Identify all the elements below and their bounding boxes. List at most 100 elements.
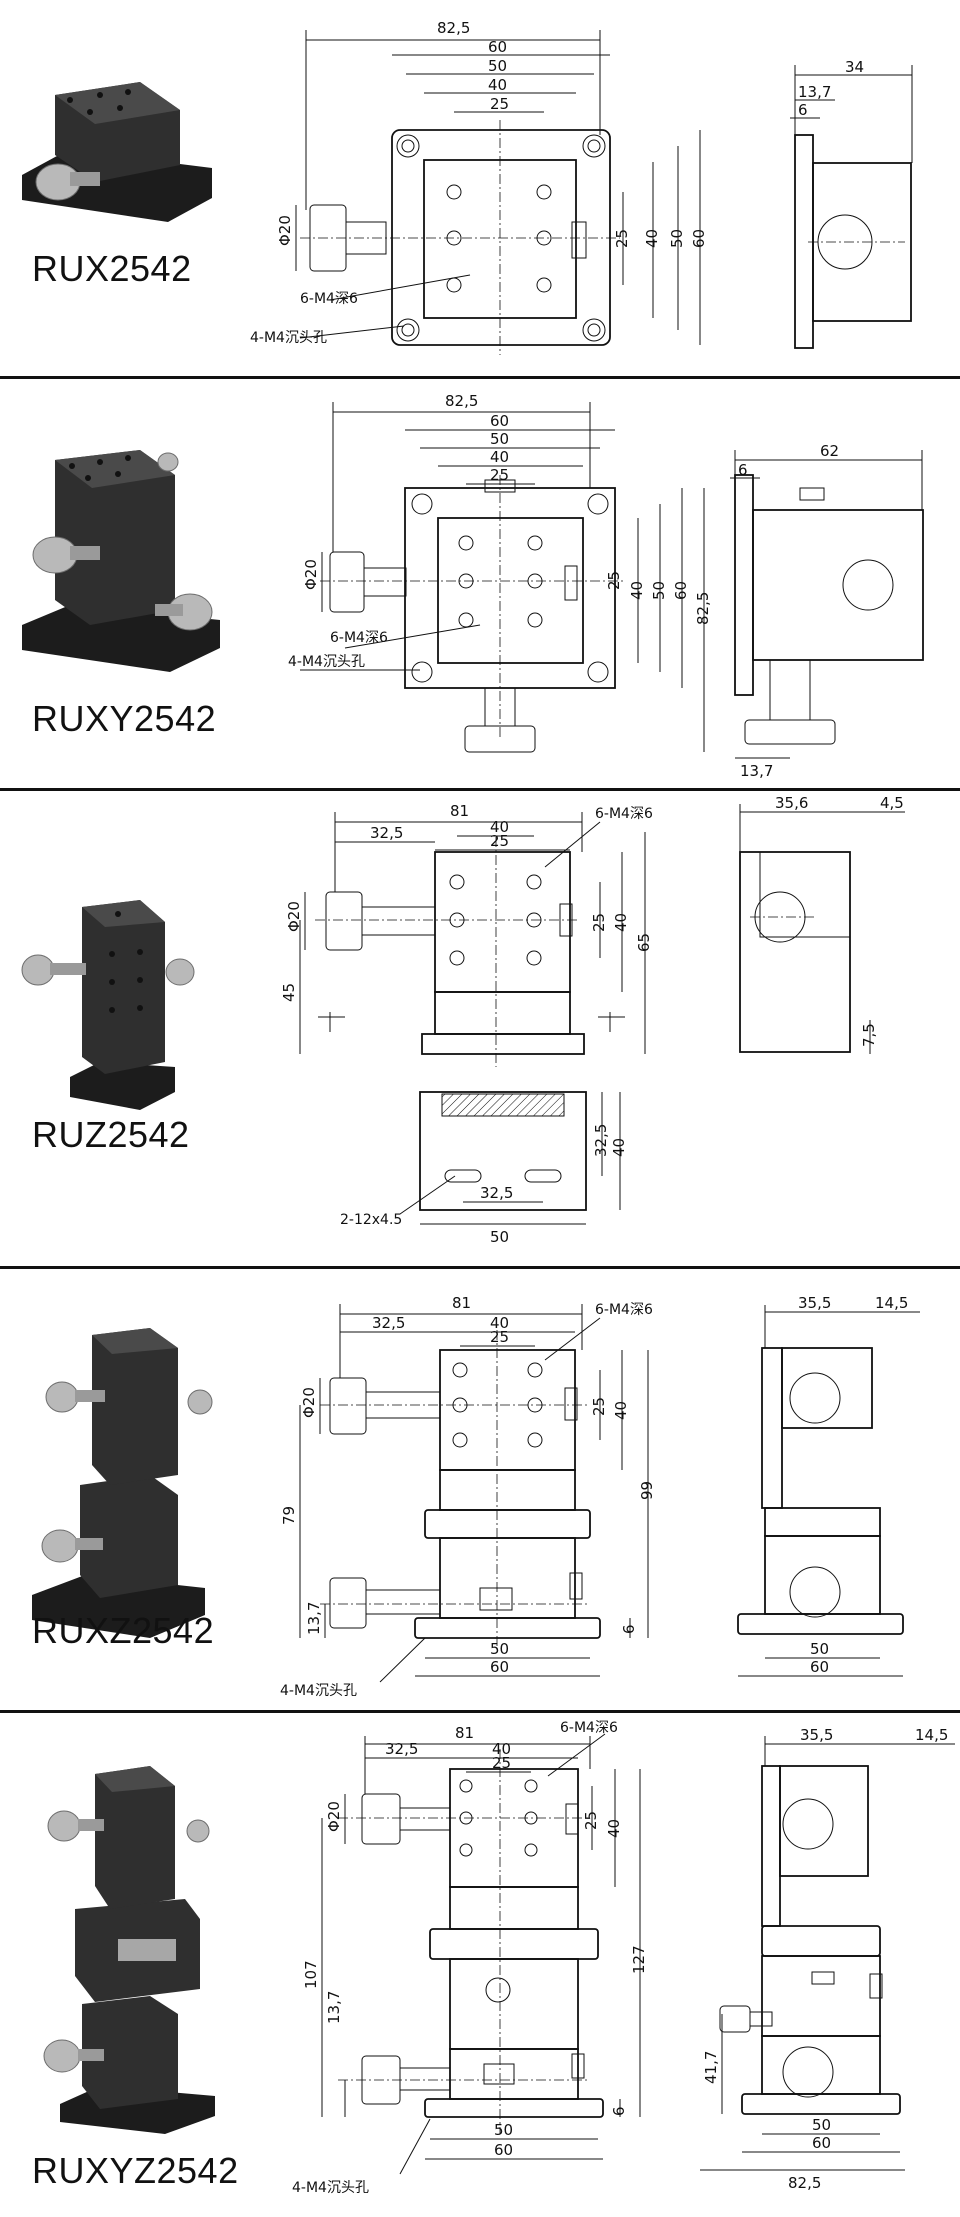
section-ruxz2542: 81 32,5 40 25 6-M4深6 Φ20 25 40 99 79 13,… bbox=[0, 1270, 960, 1708]
dim-65-v: 65 bbox=[635, 933, 653, 952]
model-name: RUX2542 bbox=[32, 248, 192, 289]
dim-25: 25 bbox=[490, 1328, 509, 1346]
dim-82-5: 82,5 bbox=[437, 19, 470, 37]
label-6-m4: 6-M4深6 bbox=[595, 1302, 653, 1318]
dim-6: 6 bbox=[738, 461, 748, 479]
section-divider bbox=[0, 376, 960, 379]
drawing-rux2542: 82,5 60 50 40 25 Φ20 6-M4深6 4-M4沉头孔 25 4… bbox=[22, 19, 913, 355]
section-divider bbox=[0, 1710, 960, 1713]
dim-25: 25 bbox=[490, 95, 509, 113]
section-ruz2542: 81 32,5 40 25 6-M4深6 Φ20 25 40 65 45 35,… bbox=[0, 792, 960, 1264]
dim-50-side: 50 bbox=[812, 2116, 831, 2134]
dim-40: 40 bbox=[492, 1740, 511, 1758]
dim-40-v: 40 bbox=[612, 1401, 630, 1420]
dim-40-v: 40 bbox=[643, 229, 661, 248]
side-view-ruz2542 bbox=[739, 804, 905, 1054]
section-ruxyz2542: 81 32,5 40 25 6-M4深6 Φ20 25 40 107 127 1… bbox=[0, 1714, 960, 2217]
dim-13-7-v: 13,7 bbox=[305, 1602, 323, 1635]
label-6-m4: 6-M4深6 bbox=[595, 806, 653, 822]
dim-99-v: 99 bbox=[638, 1481, 656, 1500]
model-name: RUXZ2542 bbox=[32, 1610, 215, 1651]
section-rux2542: 82,5 60 50 40 25 Φ20 6-M4深6 4-M4沉头孔 25 4… bbox=[0, 0, 960, 374]
section-ruxy2542: 82,5 60 50 40 25 Φ20 6-M4深6 4-M4沉头孔 25 4… bbox=[0, 380, 960, 788]
label-6-m4: 6-M4深6 bbox=[300, 291, 358, 307]
label-4-m4-countersunk: 4-M4沉头孔 bbox=[288, 654, 365, 670]
dim-79-v: 79 bbox=[280, 1506, 298, 1525]
dim-7-5: 7,5 bbox=[860, 1023, 878, 1047]
product-photo-rux2542 bbox=[22, 82, 212, 222]
dim-107-v: 107 bbox=[302, 1960, 320, 1989]
dim-13-7: 13,7 bbox=[798, 83, 831, 101]
dim-60: 60 bbox=[490, 1658, 509, 1676]
label-4-m4-countersunk: 4-M4沉头孔 bbox=[250, 330, 327, 346]
dim-32-5-v: 32,5 bbox=[592, 1124, 610, 1157]
dim-60-v: 60 bbox=[672, 581, 690, 600]
model-name: RUXYZ2542 bbox=[32, 2150, 239, 2191]
dim-32-5: 32,5 bbox=[370, 824, 403, 842]
dim-35-5: 35,5 bbox=[800, 1726, 833, 1744]
dim-60-side: 60 bbox=[810, 1658, 829, 1676]
dim-40: 40 bbox=[490, 448, 509, 466]
dim-35-6: 35,6 bbox=[775, 794, 808, 812]
dim-40-v: 40 bbox=[628, 581, 646, 600]
dim-60: 60 bbox=[490, 412, 509, 430]
dim-50: 50 bbox=[494, 2121, 513, 2139]
section-divider bbox=[0, 1266, 960, 1269]
drawing-ruxyz2542: 81 32,5 40 25 6-M4深6 Φ20 25 40 107 127 1… bbox=[43, 1720, 955, 2196]
dim-40: 40 bbox=[490, 818, 509, 836]
dim-82-5-side: 82,5 bbox=[788, 2174, 821, 2192]
dim-25-v: 25 bbox=[605, 571, 623, 590]
product-photo-ruz2542 bbox=[21, 900, 195, 1110]
dim-50: 50 bbox=[490, 430, 509, 448]
dim-14-5: 14,5 bbox=[915, 1726, 948, 1744]
dim-50-side: 50 bbox=[810, 1640, 829, 1658]
model-name: RUXY2542 bbox=[32, 698, 217, 739]
dim-81: 81 bbox=[455, 1724, 474, 1742]
dim-82-5: 82,5 bbox=[445, 392, 478, 410]
dim-127-v: 127 bbox=[630, 1945, 648, 1974]
front-view-ruxy2542 bbox=[300, 402, 705, 753]
bottom-view-ruz2542 bbox=[399, 1091, 621, 1225]
side-view-ruxy2542 bbox=[730, 450, 924, 759]
dim-25-v: 25 bbox=[613, 229, 631, 248]
dim-50-v: 50 bbox=[650, 581, 668, 600]
dim-phi20: Φ20 bbox=[285, 901, 303, 932]
label-4-m4-countersunk: 4-M4沉头孔 bbox=[280, 1683, 357, 1699]
dim-41-7-v: 41,7 bbox=[702, 2051, 720, 2084]
dim-32-5: 32,5 bbox=[372, 1314, 405, 1332]
front-view-ruxz2542 bbox=[299, 1304, 649, 1683]
dim-50: 50 bbox=[490, 1228, 509, 1246]
front-view-ruz2542 bbox=[299, 812, 646, 1067]
label-6-m4: 6-M4深6 bbox=[560, 1720, 618, 1736]
label-slot: 2-12x4.5 bbox=[340, 1212, 402, 1228]
dim-81: 81 bbox=[452, 1294, 471, 1312]
dim-50-v: 50 bbox=[668, 229, 686, 248]
dim-phi20: Φ20 bbox=[325, 1801, 343, 1832]
drawing-ruxz2542: 81 32,5 40 25 6-M4深6 Φ20 25 40 99 79 13,… bbox=[32, 1294, 920, 1699]
dim-60: 60 bbox=[494, 2141, 513, 2159]
dim-60-v: 60 bbox=[690, 229, 708, 248]
dim-6-v: 6 bbox=[610, 2106, 628, 2116]
dim-40: 40 bbox=[490, 1314, 509, 1332]
product-photo-ruxy2542 bbox=[22, 450, 220, 672]
dim-phi20: Φ20 bbox=[300, 1387, 318, 1418]
dim-phi20: Φ20 bbox=[276, 215, 294, 246]
product-photo-ruxyz2542 bbox=[43, 1766, 215, 2134]
dim-35-5: 35,5 bbox=[798, 1294, 831, 1312]
dim-81: 81 bbox=[450, 802, 469, 820]
dim-6: 6 bbox=[798, 101, 808, 119]
dim-32-5-h: 32,5 bbox=[480, 1184, 513, 1202]
dim-60: 60 bbox=[488, 38, 507, 56]
product-photo-ruxz2542 bbox=[32, 1328, 213, 1638]
model-name: RUZ2542 bbox=[32, 1114, 190, 1155]
dim-62: 62 bbox=[820, 442, 839, 460]
dim-14-5: 14,5 bbox=[875, 1294, 908, 1312]
label-4-m4-countersunk: 4-M4沉头孔 bbox=[292, 2180, 369, 2196]
section-divider bbox=[0, 788, 960, 791]
dim-25: 25 bbox=[490, 832, 509, 850]
drawing-ruz2542: 81 32,5 40 25 6-M4深6 Φ20 25 40 65 45 35,… bbox=[21, 794, 905, 1246]
side-view-rux2542 bbox=[790, 65, 913, 349]
dim-40-v2: 40 bbox=[610, 1138, 628, 1157]
dim-6-v: 6 bbox=[620, 1624, 638, 1634]
dim-25-v: 25 bbox=[590, 1397, 608, 1416]
